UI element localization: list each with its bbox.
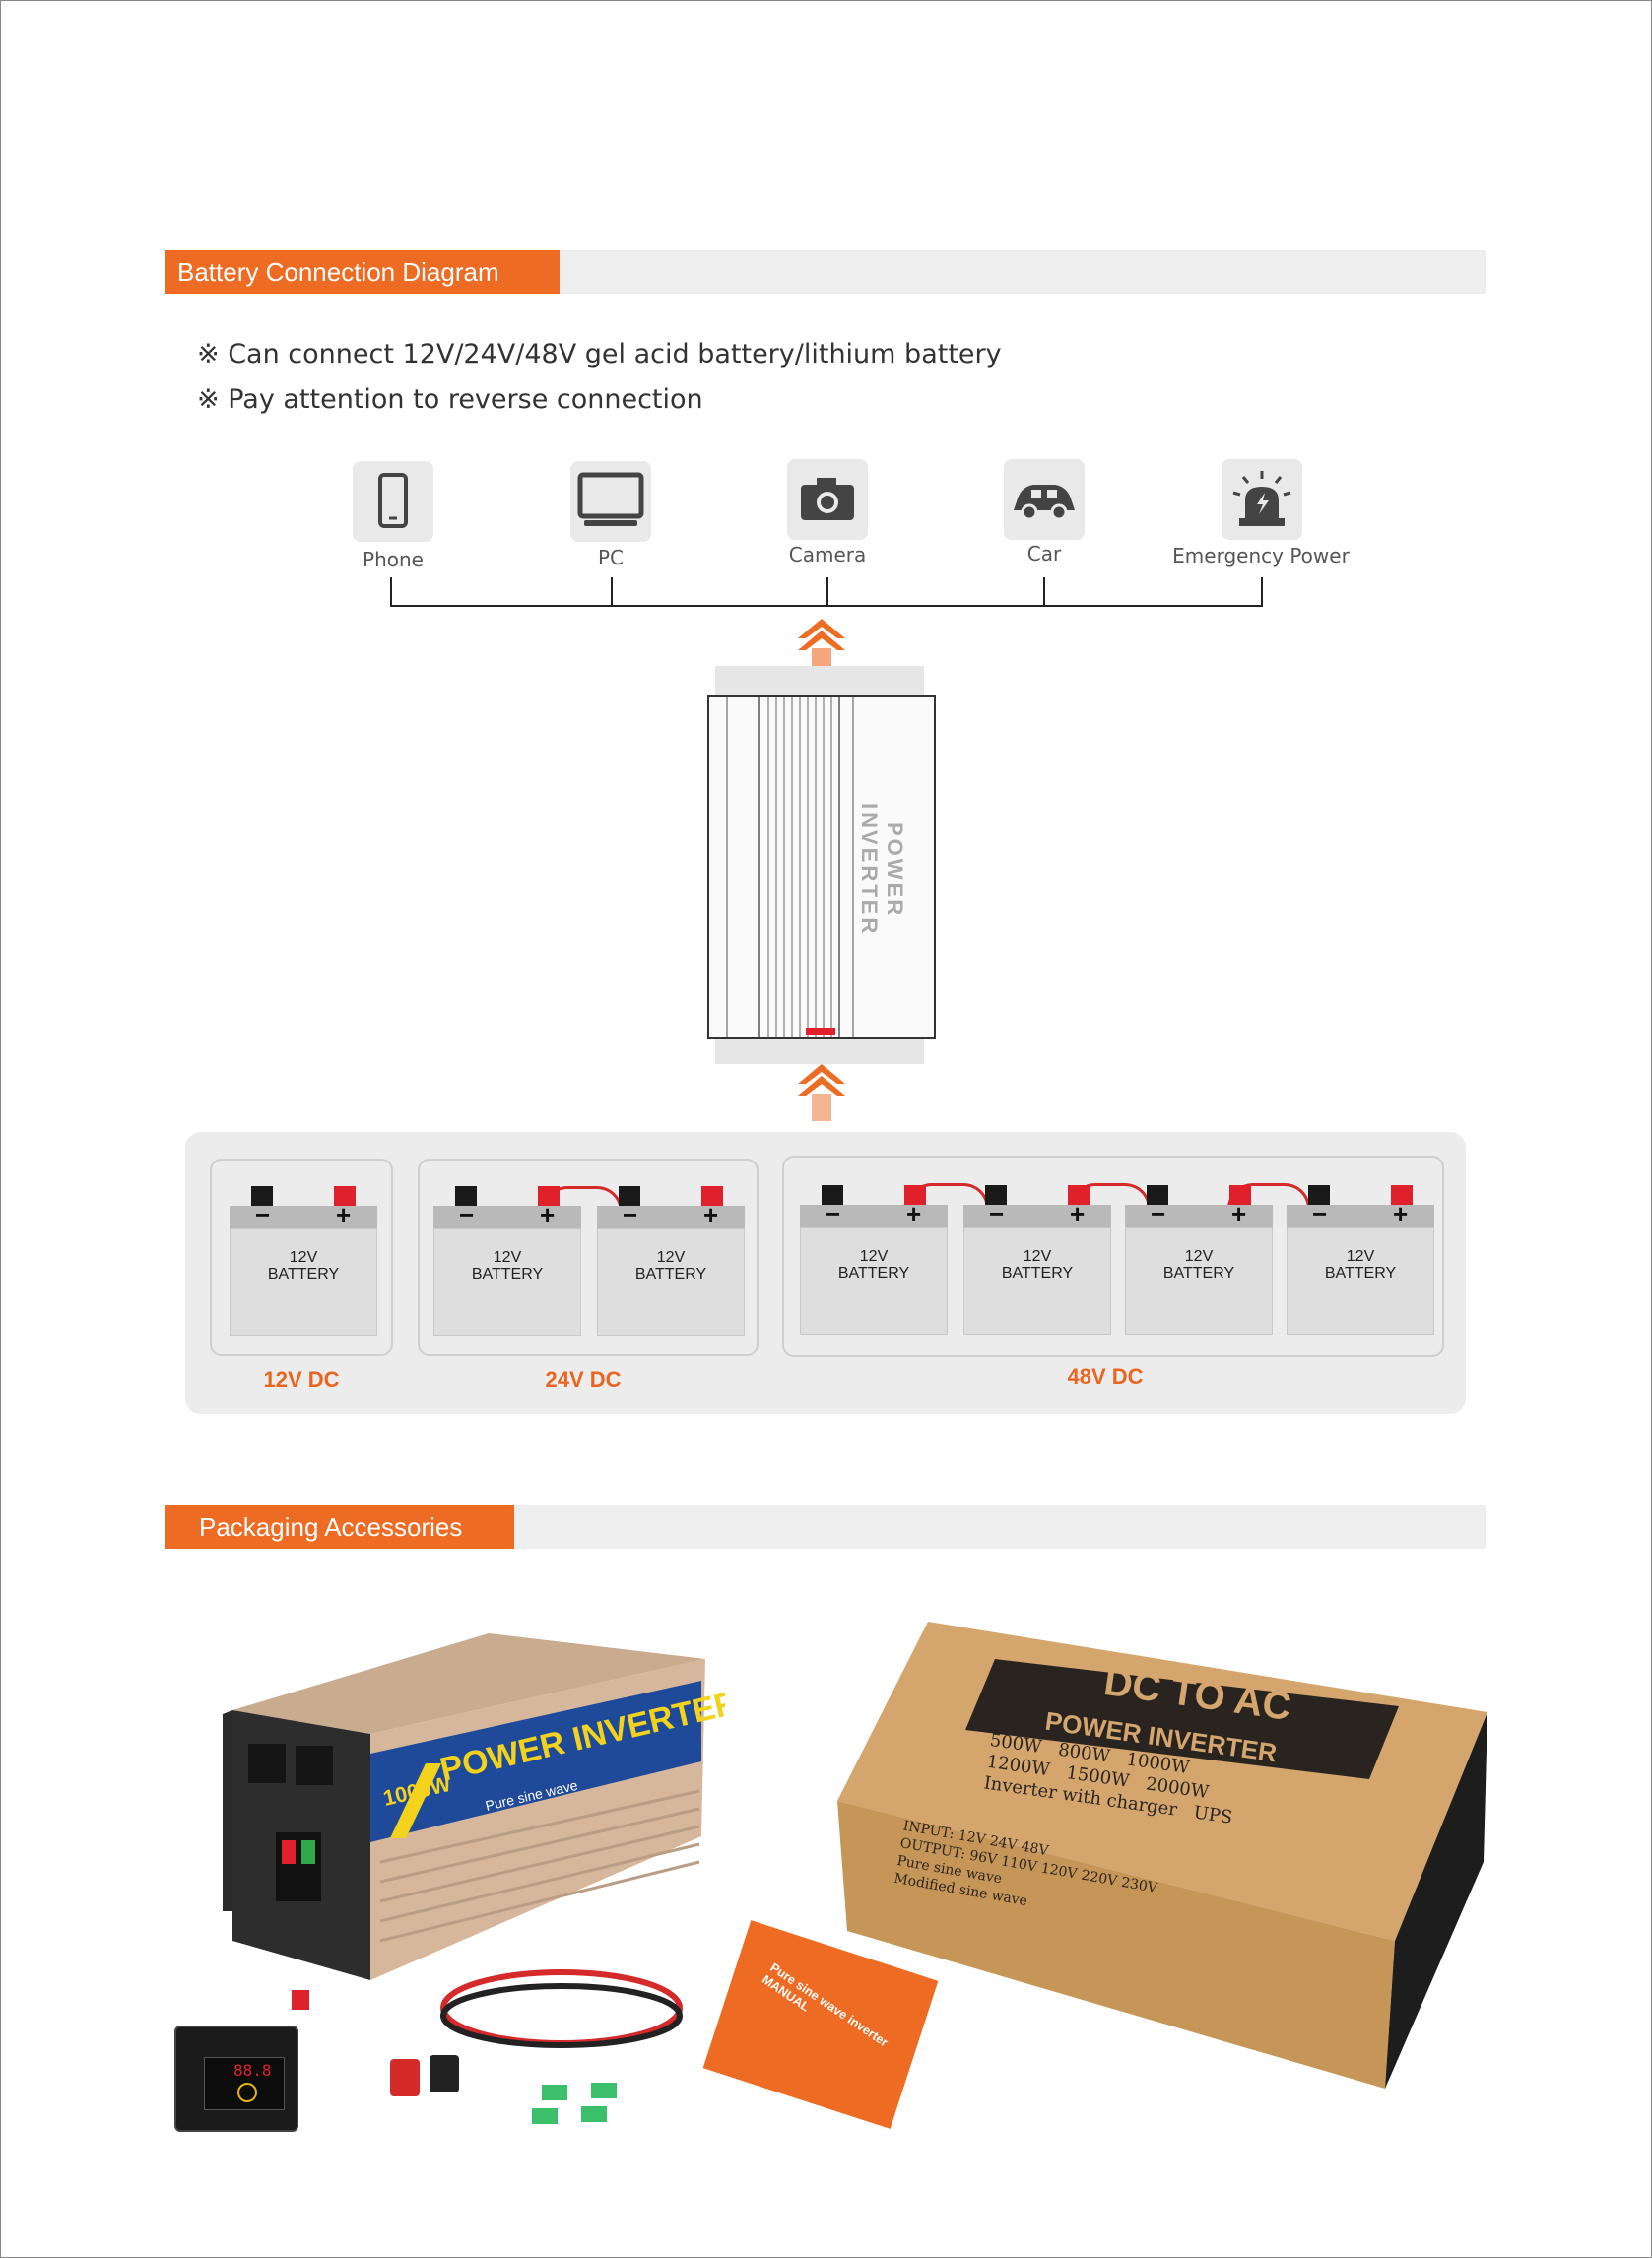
arrow-up-icon	[798, 619, 845, 668]
device-label-car: Car	[1026, 542, 1062, 565]
camera-icon	[787, 459, 868, 540]
car-icon	[1004, 459, 1085, 540]
section-header-accessories: Packaging Accessories	[165, 1505, 1486, 1549]
note-compatibility: ※ Can connect 12V/24V/48V gel acid batte…	[197, 339, 1002, 369]
note-reverse: ※ Pay attention to reverse connection	[197, 384, 703, 415]
device-label-pc: PC	[597, 546, 625, 569]
siren-icon	[1222, 459, 1302, 540]
device-label-emergency: Emergency Power	[1172, 544, 1350, 567]
device-label-camera: Camera	[788, 543, 867, 566]
phone-icon	[353, 461, 433, 542]
connector-bus	[390, 605, 1263, 607]
packaging-box: DC TO AC POWER INVERTER 500W 800W 1000W …	[837, 1616, 1487, 2089]
voltage-label-12v: 12V DC	[263, 1367, 340, 1392]
voltage-label-24v: 24V DC	[545, 1367, 622, 1392]
device-label-phone: Phone	[363, 548, 424, 571]
voltage-label-48v: 48V DC	[1067, 1364, 1144, 1389]
inverter-top-flange	[715, 666, 924, 696]
battery-cables	[390, 1969, 683, 2124]
inverter-label: POWER INVERTER	[857, 803, 907, 937]
arrow-up-icon	[798, 1064, 845, 1121]
connector-line	[1261, 577, 1263, 607]
inverter-bottom-flange	[715, 1038, 924, 1064]
connector-line	[826, 577, 828, 607]
section-title: Packaging Accessories	[165, 1505, 514, 1549]
inverter-body: POWER INVERTER	[707, 695, 936, 1039]
connector-line	[390, 577, 392, 607]
monitor-icon	[570, 461, 651, 542]
remote-readout: 88.8	[233, 2061, 272, 2080]
power-icon	[237, 2083, 257, 2102]
connector-line	[1043, 577, 1045, 607]
connector-line	[611, 577, 613, 607]
section-title: Battery Connection Diagram	[165, 250, 560, 294]
product-inverter-image: 1000W POWER INVERTER Pure sine wave	[193, 1616, 743, 2049]
section-header-battery: Battery Connection Diagram	[165, 250, 1486, 294]
remote-display-panel: 88.8	[174, 2026, 298, 2132]
